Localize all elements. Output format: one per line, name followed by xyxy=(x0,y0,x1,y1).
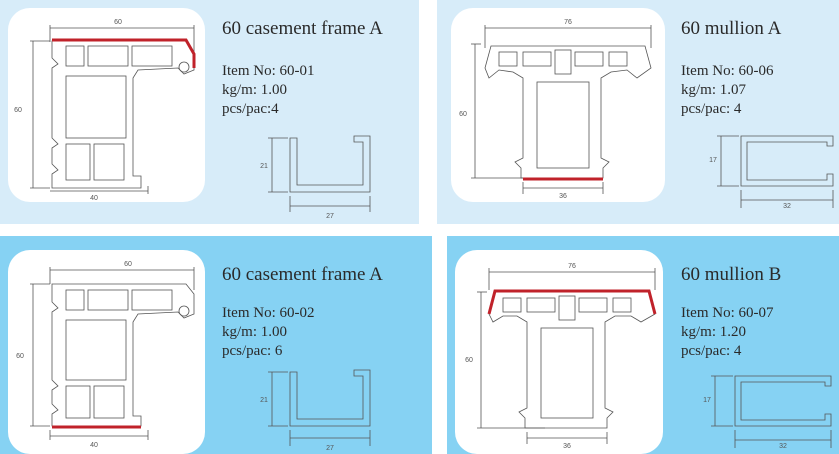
profile-drawing-card: 60 60 40 xyxy=(8,250,205,454)
seal-section-drawing: 21 27 xyxy=(260,135,371,220)
seal-height-dimension: 21 xyxy=(260,163,268,170)
seal-section-drawing: 17 32 xyxy=(709,135,834,210)
product-title: 60 casement frame A xyxy=(222,264,383,285)
height-dimension: 60 xyxy=(14,107,22,114)
base-dimension: 40 xyxy=(90,442,98,449)
height-dimension: 60 xyxy=(16,353,24,360)
weight-per-meter: kg/m: 1.00 xyxy=(222,82,288,98)
width-dimension: 76 xyxy=(568,263,576,270)
product-title: 60 mullion A xyxy=(681,18,782,39)
seal-section-drawing: 21 27 xyxy=(260,369,371,452)
height-dimension: 60 xyxy=(465,357,473,364)
product-specs: Item No: 60-07 kg/m: 1.20 pcs/pac: 4 xyxy=(681,304,773,361)
base-dimension: 36 xyxy=(559,193,567,200)
product-panel-60-02: 60 60 40 60 casement frame A Item No: 60… xyxy=(0,236,432,454)
seal-height-dimension: 21 xyxy=(260,397,268,404)
profile-drawing-card: 76 60 36 xyxy=(451,8,665,202)
pieces-per-pack: pcs/pac: 6 xyxy=(222,343,283,359)
product-specs: Item No: 60-06 kg/m: 1.07 pcs/pac: 4 xyxy=(681,62,773,119)
item-number: Item No: 60-01 xyxy=(222,63,315,79)
weight-per-meter: kg/m: 1.00 xyxy=(222,324,288,340)
casement-frame-profile-drawing: 60 60 40 xyxy=(16,261,195,449)
pieces-per-pack: pcs/pac:4 xyxy=(222,101,279,117)
weight-per-meter: kg/m: 1.07 xyxy=(681,82,747,98)
product-specs: Item No: 60-02 kg/m: 1.00 pcs/pac: 6 xyxy=(222,304,314,361)
profile-drawing-card: 60 60 40 xyxy=(8,8,205,202)
product-title: 60 mullion B xyxy=(681,264,782,285)
seal-width-dimension: 27 xyxy=(326,445,334,452)
seal-width-dimension: 27 xyxy=(326,213,334,220)
width-dimension: 76 xyxy=(564,19,572,26)
profile-drawing-card: 76 60 36 xyxy=(455,250,663,454)
weight-per-meter: kg/m: 1.20 xyxy=(681,324,747,340)
seal-height-dimension: 17 xyxy=(709,157,717,164)
seal-section-drawing: 17 32 xyxy=(703,375,832,450)
base-dimension: 40 xyxy=(90,195,98,202)
product-panel-60-06: 76 60 36 60 mullion A Item No: 60-06 kg/… xyxy=(437,0,839,224)
product-specs: Item No: 60-01 kg/m: 1.00 pcs/pac:4 xyxy=(222,62,314,119)
casement-frame-profile-drawing: 60 60 40 xyxy=(14,19,196,202)
product-title: 60 casement frame A xyxy=(222,18,383,39)
width-dimension: 60 xyxy=(124,261,132,268)
item-number: Item No: 60-06 xyxy=(681,63,774,79)
height-dimension: 60 xyxy=(459,111,467,118)
item-number: Item No: 60-07 xyxy=(681,305,774,321)
width-dimension: 60 xyxy=(114,19,122,26)
product-panel-60-07: 76 60 36 60 mullion B Item No: 60-07 kg/… xyxy=(447,236,839,454)
seal-width-dimension: 32 xyxy=(783,203,791,210)
pieces-per-pack: pcs/pac: 4 xyxy=(681,101,742,117)
item-number: Item No: 60-02 xyxy=(222,305,315,321)
pieces-per-pack: pcs/pac: 4 xyxy=(681,343,742,359)
base-dimension: 36 xyxy=(563,443,571,450)
product-panel-60-01: 60 60 40 60 casement frame A Item No: 60… xyxy=(0,0,419,224)
seal-height-dimension: 17 xyxy=(703,397,711,404)
seal-width-dimension: 32 xyxy=(779,443,787,450)
mullion-profile-drawing: 76 60 36 xyxy=(465,263,657,450)
mullion-profile-drawing: 76 60 36 xyxy=(459,19,652,200)
